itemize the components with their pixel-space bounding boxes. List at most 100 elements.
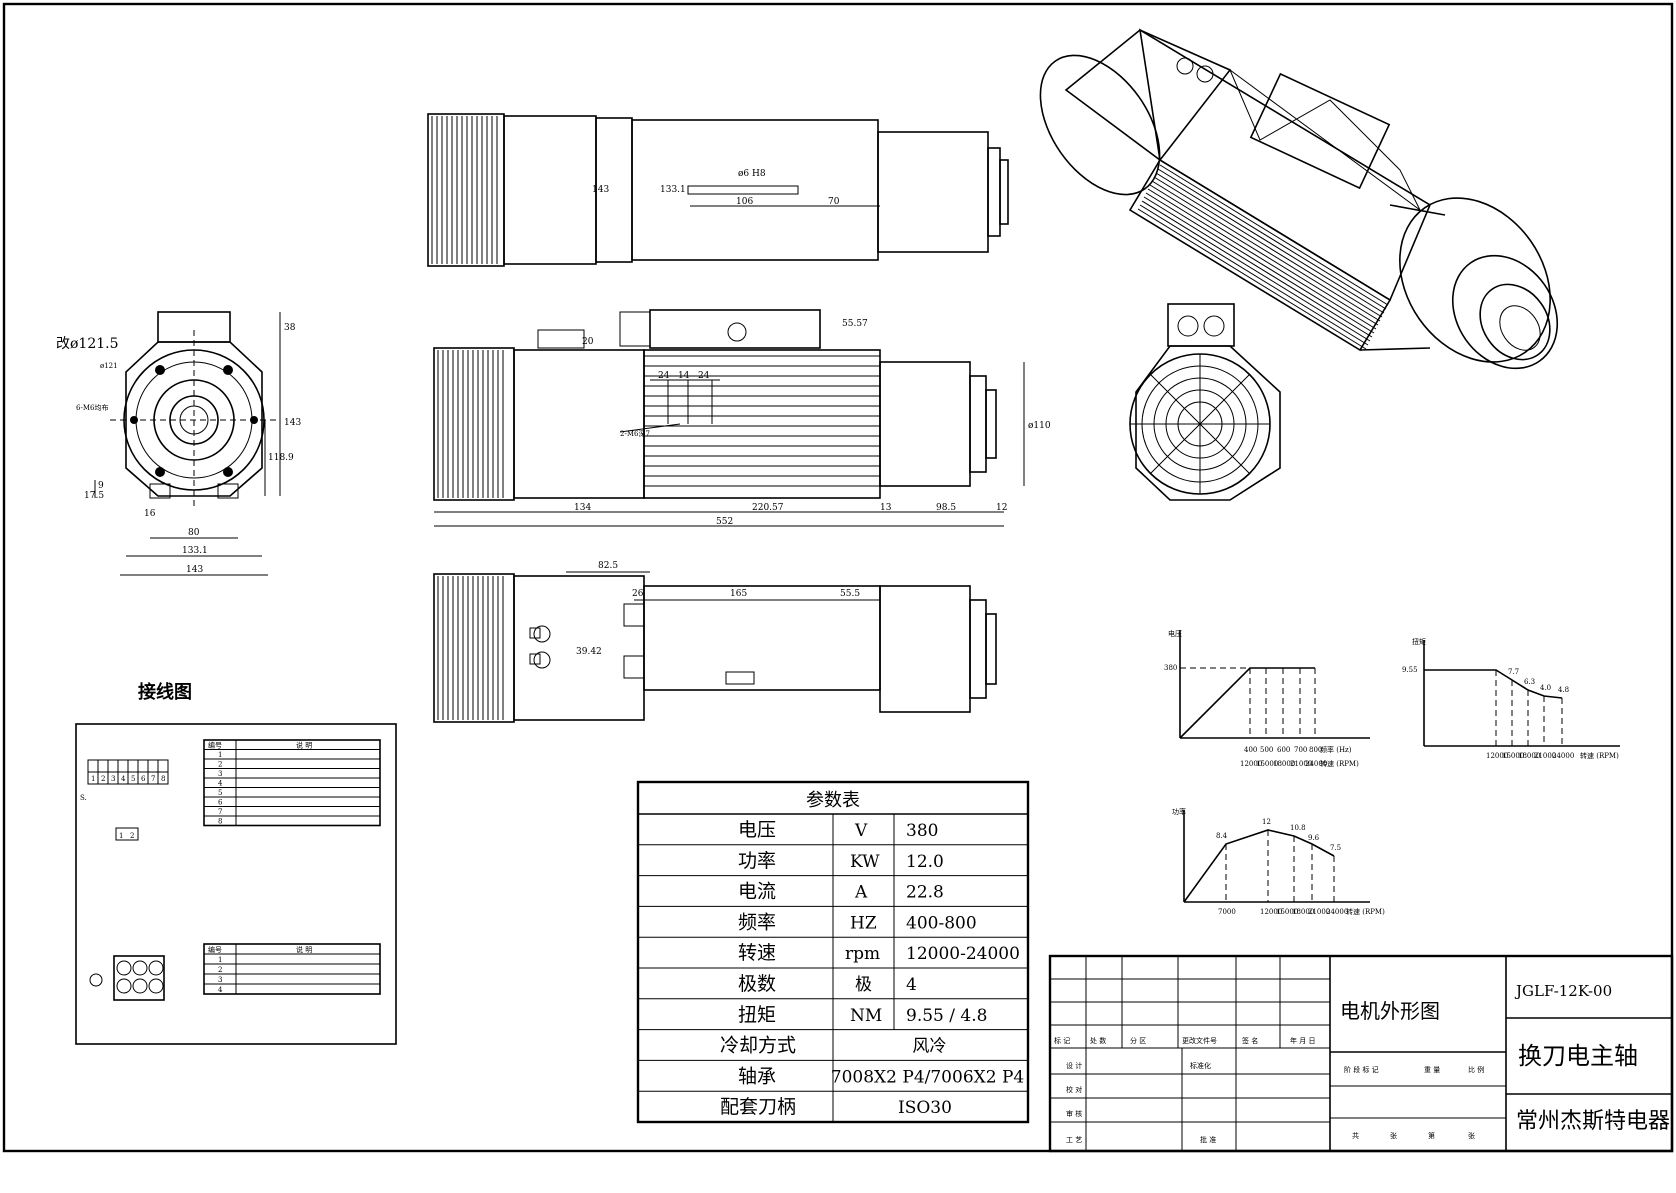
torque-xlabel: 转速 (RPM) <box>1580 751 1619 760</box>
power-table: 编号说 明1234 <box>203 943 381 995</box>
param-value: 7008X2 P4/7006X2 P4 <box>831 1067 1024 1087</box>
side-dim-10: 98.5 <box>936 503 956 513</box>
param-unit: HZ <box>850 913 877 933</box>
side-view: 20 55.57 24 14 24 ø110 134 220.57 13 98.… <box>433 309 1051 527</box>
terminal-t5 <box>132 978 148 994</box>
mini-table-row-num: 6 <box>218 799 223 807</box>
mini-table-row-num: 1 <box>218 956 222 964</box>
signal-table: 编号说 明12345678 <box>203 739 381 827</box>
fan-end-view <box>1129 303 1281 501</box>
mini-table-header-desc: 说 明 <box>296 741 312 750</box>
param-name: 扭矩 <box>738 1004 776 1026</box>
terminal-cell <box>107 759 119 773</box>
voltage-xtick: 800 <box>1309 746 1322 754</box>
terminal-number: 1 <box>91 775 95 783</box>
terminal-note-1: S. <box>80 794 87 802</box>
top-dim-2: 133.1 <box>660 185 686 195</box>
power-xtick: 7000 <box>1218 908 1236 916</box>
power-xlabel: 转速 (RPM) <box>1346 907 1385 916</box>
torque-point-label: 6.3 <box>1524 678 1535 686</box>
param-name: 轴承 <box>738 1065 776 1087</box>
mini-table-row-num: 2 <box>218 761 222 769</box>
iso-rib-line <box>1145 192 1375 334</box>
front-annot-3: 6-M6均布 <box>76 403 108 412</box>
tb-scale: 比 例 <box>1468 1065 1484 1074</box>
drawing-title: 电机外形图 <box>1340 999 1440 1023</box>
side-dim-5: 24 <box>698 371 710 381</box>
terminal-number: 8 <box>161 775 165 783</box>
mini-table-row-num: 4 <box>218 780 223 788</box>
terminal-number: 4 <box>121 775 126 783</box>
side-dim-11: 12 <box>996 503 1007 513</box>
tb-side-label: 标准化 <box>1190 1061 1211 1070</box>
product-name: 换刀电主轴 <box>1518 1042 1638 1070</box>
voltage-xtick2: 21000 <box>1290 760 1312 768</box>
terminal-cell <box>127 759 139 773</box>
power-xtick: 24000 <box>1326 908 1348 916</box>
power-point-label: 12 <box>1262 818 1271 826</box>
tb-sheet1: 张 <box>1390 1131 1397 1140</box>
mini-table-row-num: 4 <box>218 986 223 994</box>
iso-rib-line <box>1149 184 1379 326</box>
power-xtick: 12000 <box>1260 908 1282 916</box>
param-value: 12.0 <box>906 852 944 872</box>
param-unit: rpm <box>845 944 880 964</box>
iso-rib-line <box>1155 172 1385 314</box>
param-value: 22.8 <box>906 883 944 903</box>
voltage-xtick2: 18000 <box>1273 760 1295 768</box>
param-value: 4 <box>906 975 917 995</box>
side-dim-6: ø110 <box>1028 421 1051 431</box>
small-terminal-2: 2 <box>130 832 134 840</box>
tb-side-label: 工 艺 <box>1066 1136 1082 1144</box>
small-terminal-1: 1 <box>119 832 123 840</box>
mini-table-header-desc: 说 明 <box>296 945 312 954</box>
front-annot-1: 改ø121.5 <box>56 336 119 352</box>
param-value: ISO30 <box>898 1098 952 1118</box>
param-name: 功率 <box>738 850 776 872</box>
mini-table-frame <box>203 739 381 827</box>
front-dim-4: 9 <box>98 481 104 491</box>
front-dim-1: 38 <box>284 323 296 333</box>
power-terminal-block <box>113 955 165 1001</box>
drawing-number: JGLF-12K-00 <box>1514 982 1612 1000</box>
tb-sheet2: 张 <box>1468 1131 1475 1140</box>
iso-rib-line <box>1147 188 1377 330</box>
torque-xtick: 18000 <box>1518 752 1540 760</box>
terminal-cell <box>97 759 109 773</box>
side-dim-3: 24 <box>658 371 670 381</box>
mini-table-row-num: 5 <box>218 789 222 797</box>
sheet-frame <box>2 2 1674 1153</box>
terminal-t4 <box>116 978 132 994</box>
tb-stage: 阶 段 标 记 <box>1344 1065 1379 1074</box>
terminal-cell <box>157 759 169 773</box>
param-value: 9.55 / 4.8 <box>906 1006 987 1026</box>
iso-rib-line <box>1157 168 1387 310</box>
param-name: 配套刀柄 <box>720 1096 796 1118</box>
tb-side-label: 设 计 <box>1066 1061 1082 1070</box>
mini-table-row-num: 8 <box>218 818 222 826</box>
iso-rib-line <box>1137 208 1367 350</box>
terminal-t2 <box>132 960 148 976</box>
side-dim-4: 14 <box>678 371 690 381</box>
bottom-dim-4: 55.5 <box>840 589 860 599</box>
tb-header-label: 处 数 <box>1090 1036 1106 1045</box>
voltage-xlabel: 频率 (Hz) <box>1320 745 1352 754</box>
tb-weight: 重 量 <box>1424 1066 1440 1074</box>
mini-table-row-num: 7 <box>218 808 222 816</box>
power-point-label: 9.6 <box>1308 834 1320 842</box>
small-terminal <box>115 827 139 841</box>
param-unit: 极 <box>855 975 872 995</box>
power-point-label: 8.4 <box>1216 832 1228 840</box>
terminal-cell <box>117 759 129 773</box>
top-dim-3: 106 <box>736 197 753 207</box>
tb-side-label: 批 准 <box>1200 1135 1216 1144</box>
param-name: 极数 <box>738 973 776 995</box>
torque-point-label: 4.8 <box>1558 686 1569 694</box>
torque-ylabel: 扭矩 <box>1412 637 1426 646</box>
bottom-dim-3: 165 <box>730 589 747 599</box>
torque-xtick: 15000 <box>1502 752 1524 760</box>
